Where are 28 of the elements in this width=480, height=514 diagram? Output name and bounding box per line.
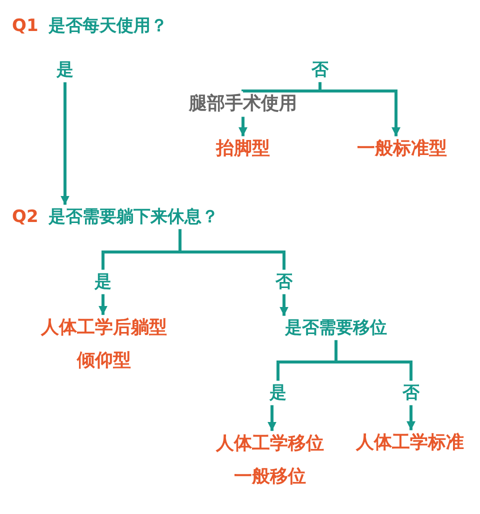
result-label: 抬脚型 [216, 138, 270, 160]
answer-label: 是 [94, 272, 112, 292]
arrow [406, 405, 416, 430]
result-label: 一般移位 [234, 466, 306, 488]
result-label: 人体工学标准 [356, 432, 464, 454]
question-number: Q2 [12, 206, 38, 228]
arrow [98, 294, 108, 315]
arrow [280, 294, 288, 316]
arrow [238, 116, 248, 136]
answer-label: 是 [56, 60, 74, 80]
connector-line [334, 340, 412, 381]
note-text: 腿部手术使用 [189, 93, 297, 115]
connector-line [178, 229, 286, 270]
arrow [268, 405, 276, 431]
answer-label: 是否需要移位 [285, 318, 387, 338]
result-label: 人体工学后躺型 [41, 316, 167, 338]
answer-label: 否 [312, 60, 328, 80]
result-label: 人体工学移位 [216, 432, 324, 454]
result-label: 倾仰型 [77, 350, 131, 372]
result-label: 一般标准型 [357, 138, 447, 160]
arrow [318, 82, 400, 136]
question-number: Q1 [12, 16, 38, 36]
question-text: 是否需要躺下来休息？ [48, 206, 218, 228]
answer-label: 否 [402, 382, 420, 404]
answer-label: 是 [270, 382, 286, 404]
question-text: 是否每天使用？ [48, 16, 168, 36]
arrow [60, 82, 70, 205]
answer-label: 否 [276, 272, 292, 292]
